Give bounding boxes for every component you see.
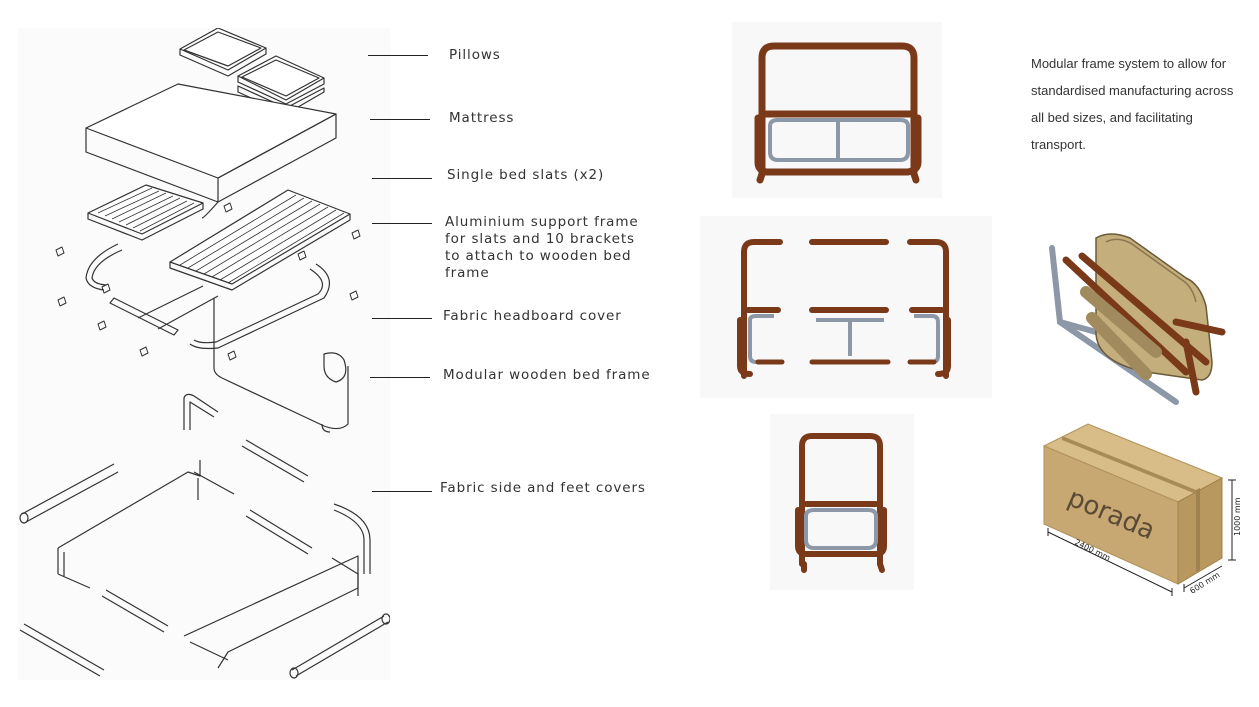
mattress-illustration — [85, 83, 337, 219]
pillows-leader-line — [368, 55, 428, 56]
support-frame-label: Aluminium support frame for slats and 10… — [445, 214, 639, 281]
pillows-label: Pillows — [449, 47, 501, 63]
mattress-leader-line — [370, 119, 430, 120]
headboard-cover-leader-line — [372, 318, 432, 319]
folded-frame-render — [1036, 222, 1258, 406]
wooden-frame-label: Modular wooden bed frame — [443, 367, 651, 383]
folded-frame-svg — [1049, 233, 1226, 405]
slats-label: Single bed slats (x2) — [447, 167, 605, 183]
headboard-cover-illustration — [213, 298, 349, 433]
mattress-label: Mattress — [449, 110, 515, 126]
left-slats-illustration — [87, 184, 204, 241]
support-frame-illustration — [85, 243, 331, 350]
headboard-cover-label: Fabric headboard cover — [443, 308, 622, 324]
packaging-box-render: porada 2400 mm 600 mm 1000 mm — [1026, 414, 1258, 600]
packaging-box-svg: porada 2400 mm 600 mm 1000 mm — [1042, 423, 1242, 596]
pillows-illustration — [179, 27, 325, 115]
side-covers-illustration — [19, 393, 391, 679]
disassembled-svg — [737, 239, 951, 379]
exploded-view-svg — [19, 27, 391, 679]
disassembled-modules-render — [700, 216, 992, 398]
exploded-view-drawing — [18, 27, 391, 680]
modular-system-description: Modular frame system to allow for standa… — [1031, 56, 1234, 152]
right-slats-illustration — [169, 189, 351, 291]
assembled-frame-svg — [754, 42, 922, 184]
side-covers-leader-line — [372, 491, 432, 492]
single-frame-svg — [795, 433, 887, 573]
box-height-dimension: 1000 mm — [1233, 497, 1242, 536]
single-bed-frame-render — [770, 414, 914, 590]
brackets-illustration — [55, 202, 361, 361]
support-frame-leader-line — [372, 223, 432, 224]
side-covers-label: Fabric side and feet covers — [440, 480, 646, 496]
wooden-frame-leader-line — [370, 377, 430, 378]
slats-leader-line — [372, 178, 432, 179]
assembled-double-frame-render — [732, 22, 942, 198]
